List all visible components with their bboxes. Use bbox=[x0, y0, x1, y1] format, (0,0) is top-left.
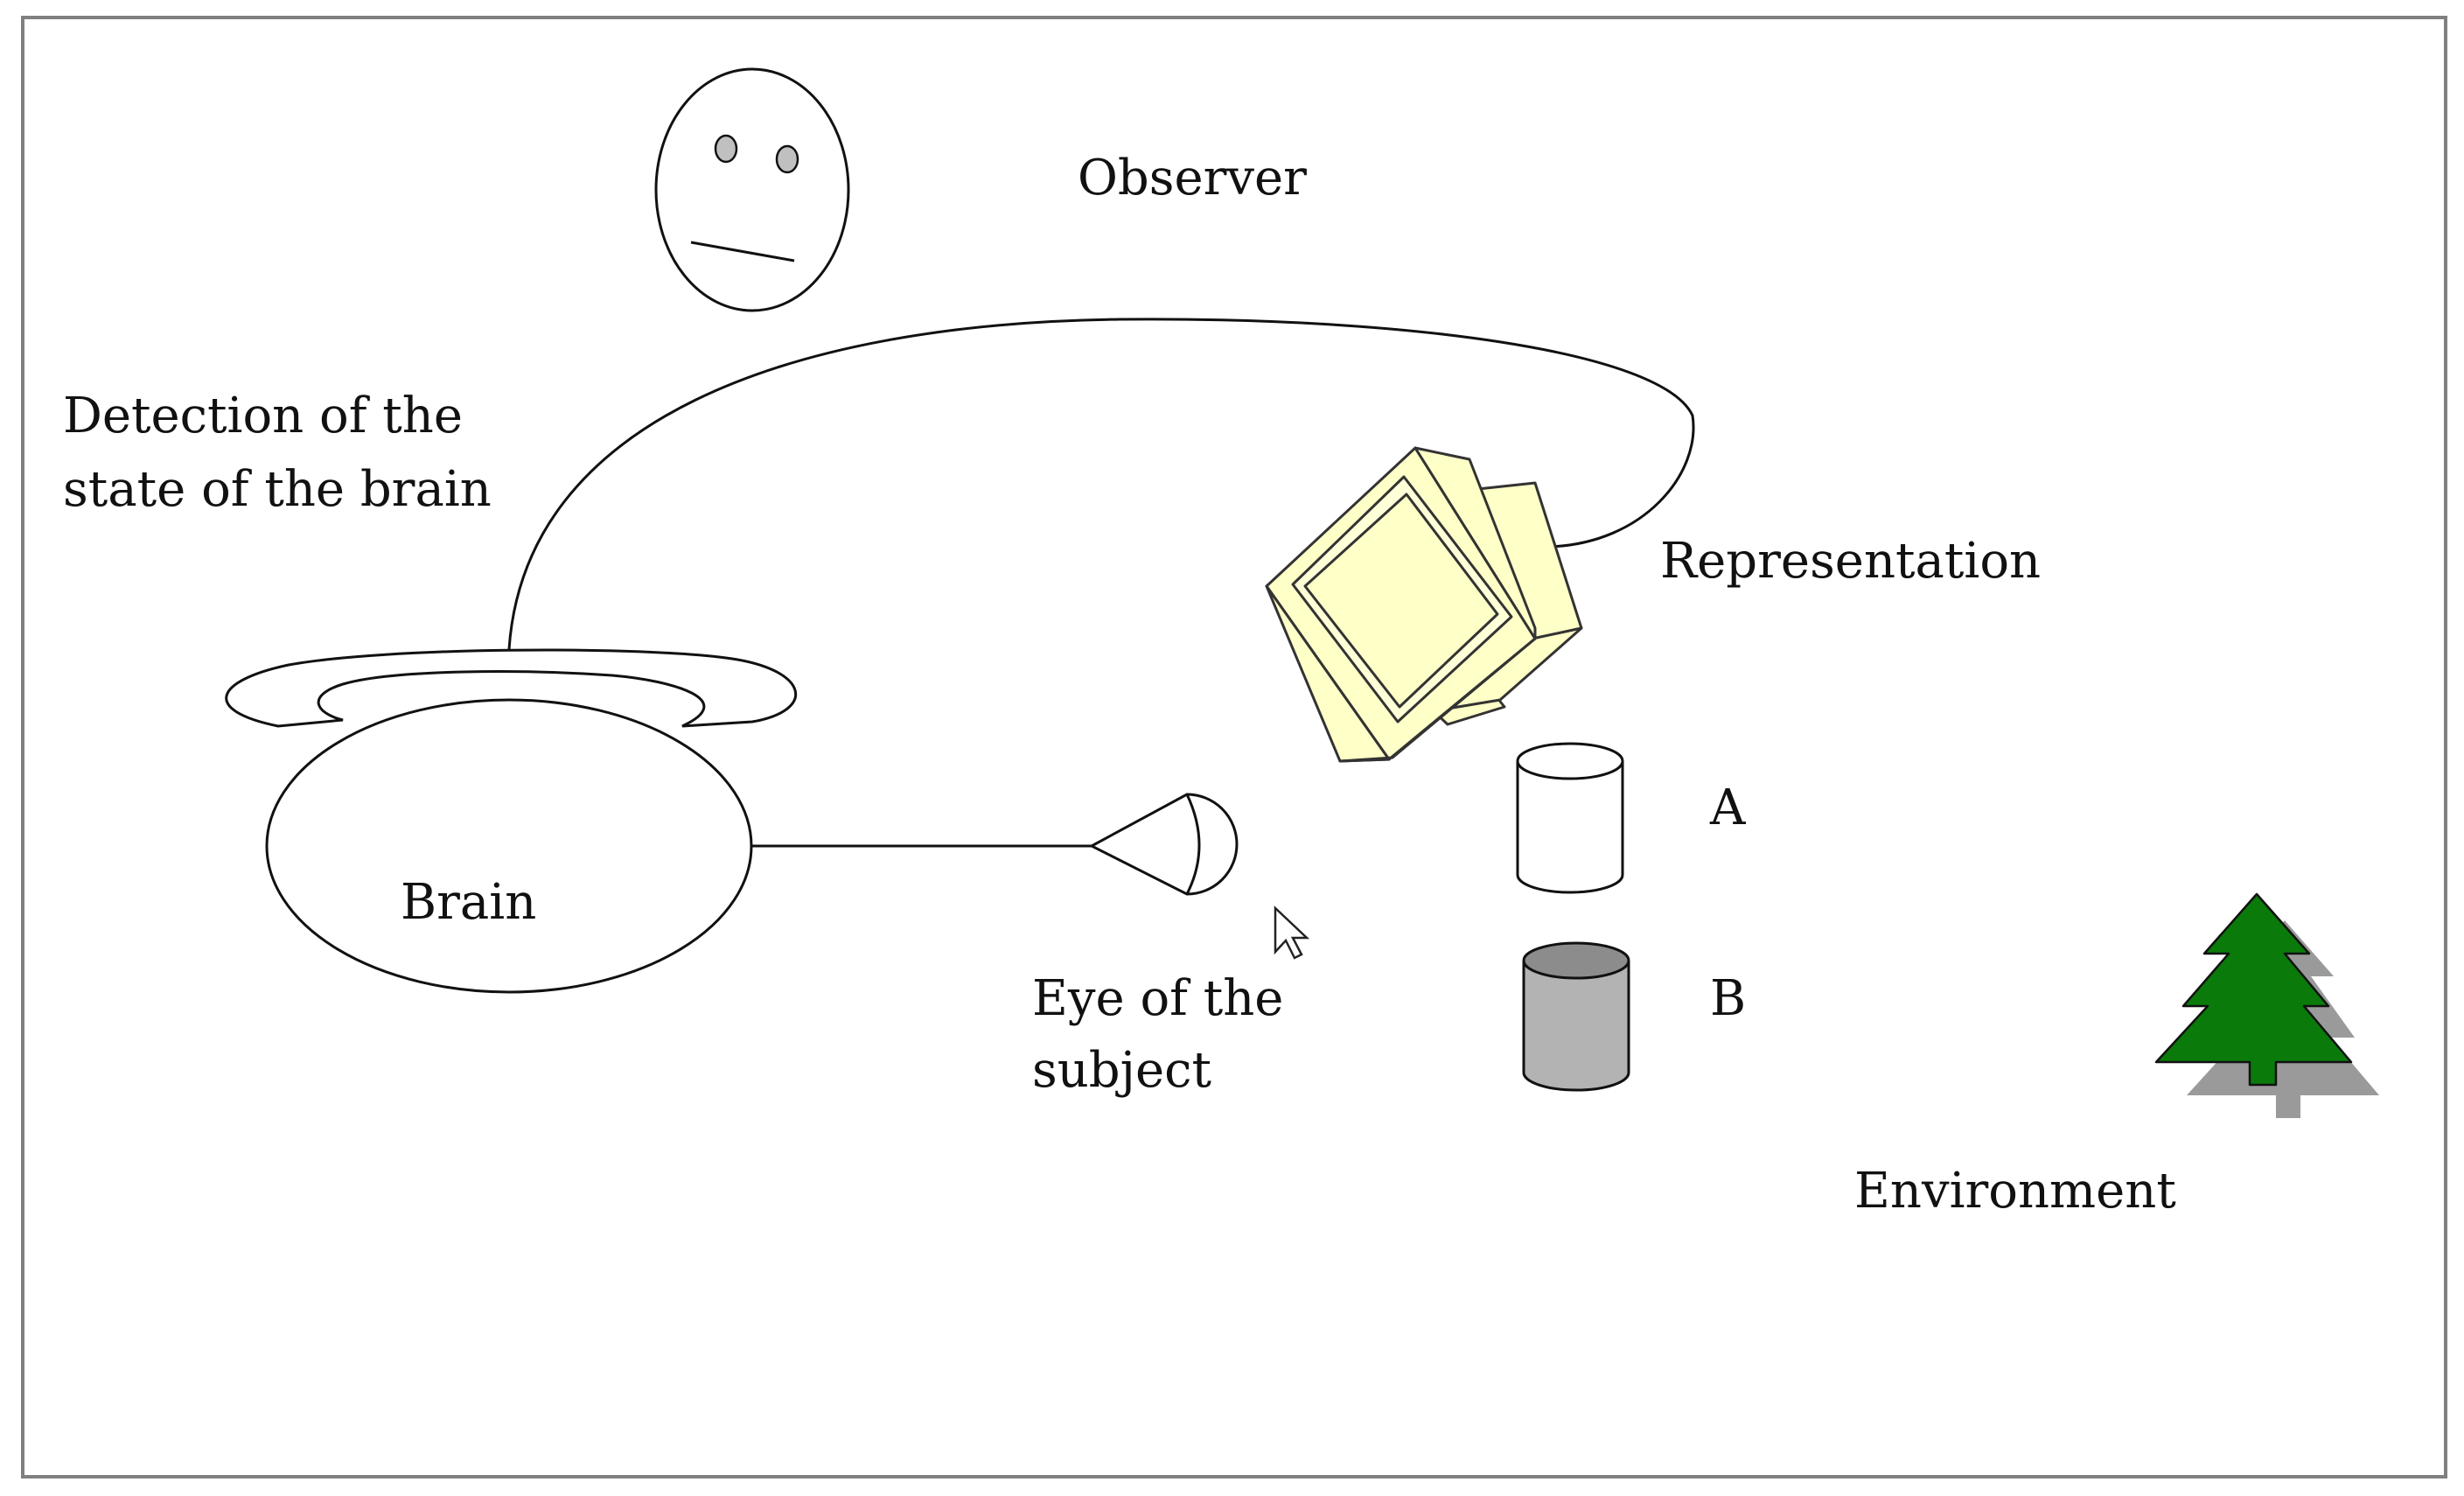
environment-label: Environment bbox=[1854, 1163, 2176, 1220]
eye-label-line1: Eye of the bbox=[1032, 970, 1283, 1027]
monitor-icon bbox=[1265, 446, 1583, 763]
detector-to-monitor-cable bbox=[507, 318, 1695, 650]
mouse-pointer-icon bbox=[1274, 905, 1310, 960]
tree-icon bbox=[2154, 892, 2379, 1118]
eye-icon bbox=[1088, 793, 1239, 896]
observer-face-icon bbox=[654, 67, 850, 312]
cylinder-b bbox=[1522, 941, 1630, 1092]
cylinder-a bbox=[1516, 742, 1624, 894]
detection-label-line1: Detection of the bbox=[63, 388, 463, 444]
object-b-label: B bbox=[1710, 970, 1746, 1027]
object-a-label: A bbox=[1709, 779, 1746, 836]
eye-label-line2: subject bbox=[1032, 1042, 1212, 1099]
representation-label: Representation bbox=[1660, 533, 2041, 590]
brain-detector-ring bbox=[225, 648, 797, 728]
diagram-frame bbox=[21, 16, 2447, 1479]
brain-label: Brain bbox=[401, 874, 536, 931]
observer-label: Observer bbox=[1078, 150, 1307, 206]
detection-label-line2: state of the brain bbox=[63, 461, 492, 518]
